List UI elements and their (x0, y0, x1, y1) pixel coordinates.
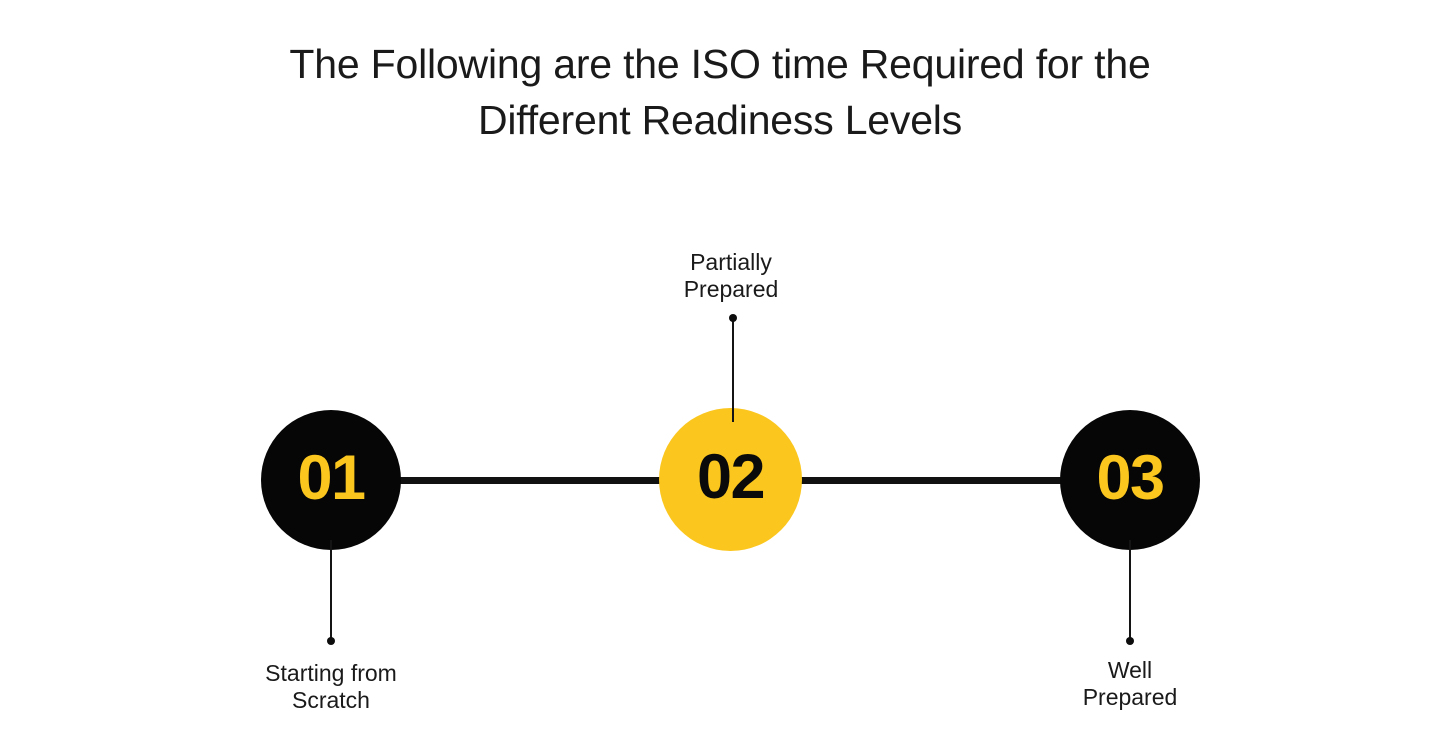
leader-line-step-03 (1129, 540, 1131, 643)
leader-dot-step-03 (1126, 637, 1134, 645)
step-caption-01: Starting from Scratch (265, 660, 397, 713)
step-caption-03: Well Prepared (1082, 657, 1178, 710)
step-number-02: 02 (696, 442, 766, 512)
leader-line-step-01 (330, 540, 332, 643)
step-caption-02: Partially Prepared (683, 249, 779, 302)
leader-line-step-02 (732, 318, 734, 422)
page-title: The Following are the ISO time Required … (289, 41, 1151, 143)
step-number-03: 03 (1096, 442, 1165, 513)
leader-dot-step-01 (327, 637, 335, 645)
timeline-step-02[interactable]: 02 (659, 408, 802, 551)
timeline-step-03[interactable]: 03 (1060, 410, 1200, 550)
leader-dot-step-02 (729, 314, 737, 322)
timeline-step-01[interactable]: 01 (261, 410, 401, 550)
step-number-01: 01 (297, 442, 366, 513)
